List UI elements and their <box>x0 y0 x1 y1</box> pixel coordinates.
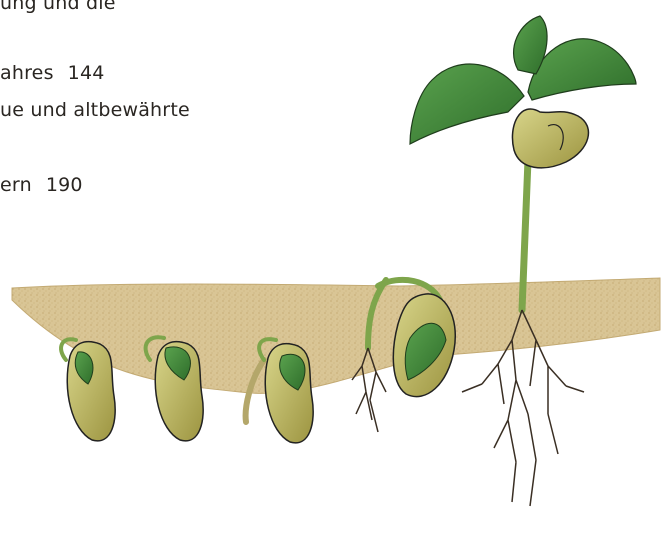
bean-seed-stage-1 <box>61 339 115 441</box>
bean-plant-stage-5 <box>410 16 636 506</box>
